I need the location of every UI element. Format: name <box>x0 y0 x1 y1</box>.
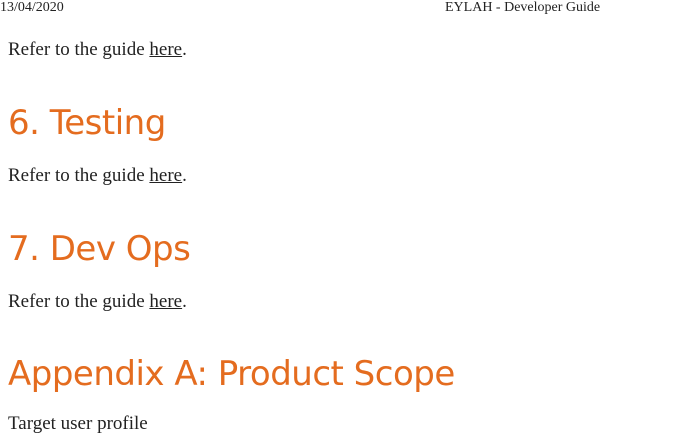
paragraph-period: . <box>182 165 187 186</box>
dev-ops-guide-link[interactable]: here <box>149 291 183 312</box>
section-5-paragraph: Refer to the guide here. <box>8 38 187 62</box>
print-header: 13/04/2020 EYLAH - Developer Guide <box>0 0 690 18</box>
paragraph-period: . <box>182 39 187 60</box>
paragraph-text: Refer to the guide <box>8 291 150 312</box>
testing-paragraph: Refer to the guide here. <box>8 164 187 188</box>
heading-testing: 6. Testing <box>8 103 166 143</box>
dev-ops-paragraph: Refer to the guide here. <box>8 290 187 314</box>
paragraph-text: Refer to the guide <box>8 39 150 60</box>
product-scope-paragraph-partial: Target user profile <box>8 413 148 434</box>
heading-appendix-a-product-scope: Appendix A: Product Scope <box>8 354 455 394</box>
guide-link[interactable]: here <box>149 39 183 60</box>
paragraph-period: . <box>182 291 187 312</box>
print-document-title: EYLAH - Developer Guide <box>445 0 601 15</box>
paragraph-text: Refer to the guide <box>8 165 150 186</box>
print-date: 13/04/2020 <box>0 0 64 15</box>
testing-guide-link[interactable]: here <box>149 165 183 186</box>
heading-dev-ops: 7. Dev Ops <box>8 229 191 269</box>
